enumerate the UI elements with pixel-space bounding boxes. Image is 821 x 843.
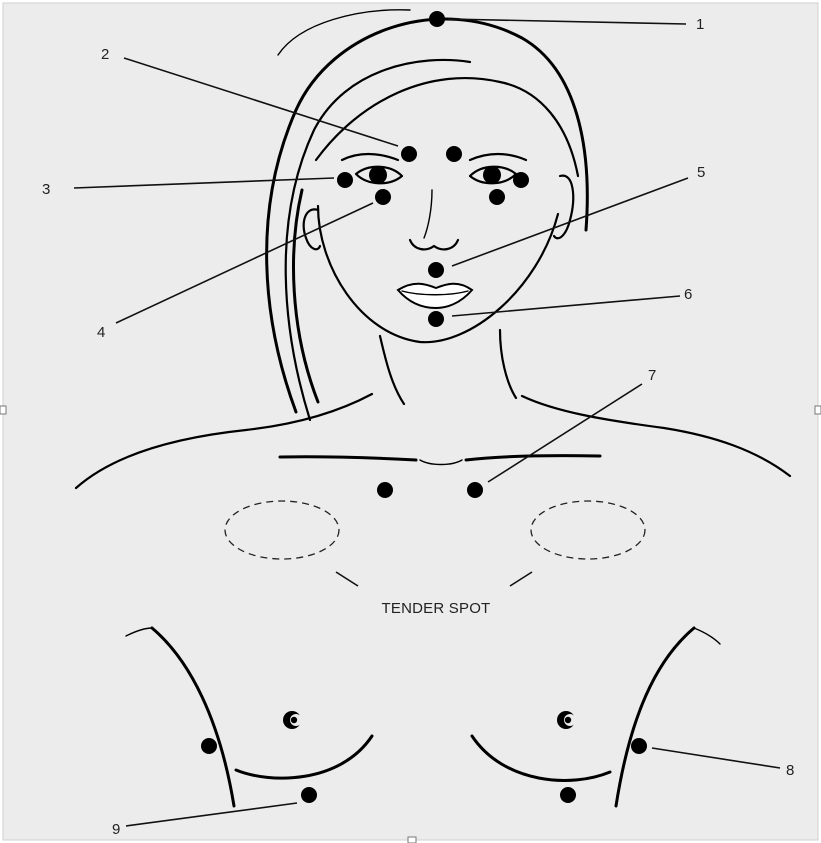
label-1: 1: [696, 16, 704, 33]
left-iris: [369, 166, 387, 184]
point-9-left-under-breast: [301, 787, 317, 803]
point-1-crown: [429, 11, 445, 27]
frame-handle-bottom: [408, 837, 416, 843]
point-left-underarm: [201, 738, 217, 754]
label-5: 5: [697, 164, 705, 181]
label-3: 3: [42, 181, 50, 198]
background-panel: [3, 3, 818, 840]
tender-spot-caption: TENDER SPOT: [382, 600, 491, 617]
point-6-chin: [428, 311, 444, 327]
label-4: 4: [97, 324, 105, 341]
point-2-left-brow: [401, 146, 417, 162]
point-right-under-breast: [560, 787, 576, 803]
right-iris: [483, 166, 501, 184]
point-right-under-eye: [489, 189, 505, 205]
point-left-collarbone: [377, 482, 393, 498]
point-3-left-eye-side: [337, 172, 353, 188]
point-7-right-collarbone: [467, 482, 483, 498]
label-9: 9: [112, 821, 120, 838]
label-2: 2: [101, 46, 109, 63]
point-8-right-underarm: [631, 738, 647, 754]
label-8: 8: [786, 762, 794, 779]
point-5-under-nose: [428, 262, 444, 278]
frame-handle-right: [815, 406, 821, 414]
label-7: 7: [648, 367, 656, 384]
label-6: 6: [684, 286, 692, 303]
frame-handle-left: [0, 406, 6, 414]
point-third-eye: [446, 146, 462, 162]
point-4-left-under-eye: [375, 189, 391, 205]
point-right-eye-side: [513, 172, 529, 188]
